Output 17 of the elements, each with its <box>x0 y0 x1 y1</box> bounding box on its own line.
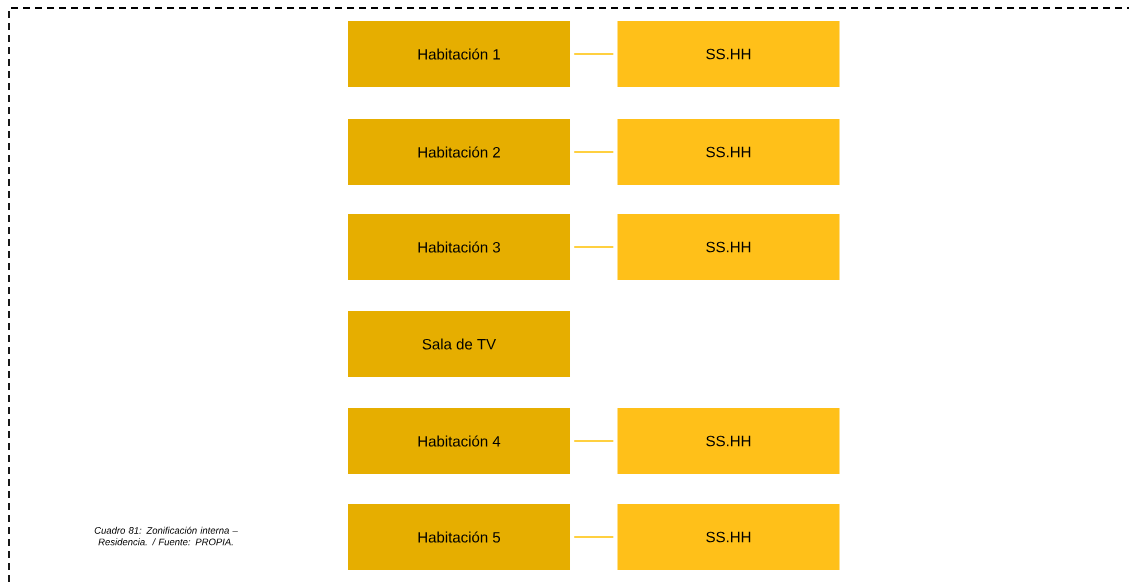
room-box: SS.HH <box>617 504 840 570</box>
connector-line <box>573 151 615 153</box>
room-box: SS.HH <box>617 21 840 87</box>
caption: Cuadro 81: Zonificación interna – Residencia. / Fuente: PROPIA. <box>94 526 238 546</box>
room-box: Habitación 5 <box>348 504 570 570</box>
connector-line <box>573 53 615 55</box>
room-box: Habitación 1 <box>348 21 570 87</box>
room-box: Sala de TV <box>348 311 570 377</box>
connector-line <box>573 536 615 538</box>
room-box: Habitación 2 <box>348 119 570 185</box>
room-box: SS.HH <box>617 408 840 474</box>
room-box: Habitación 3 <box>348 214 570 280</box>
connector-line <box>573 440 615 442</box>
room-box: Habitación 4 <box>348 408 570 474</box>
room-box: SS.HH <box>617 119 840 185</box>
room-box: SS.HH <box>617 214 840 280</box>
connector-line <box>573 246 615 248</box>
